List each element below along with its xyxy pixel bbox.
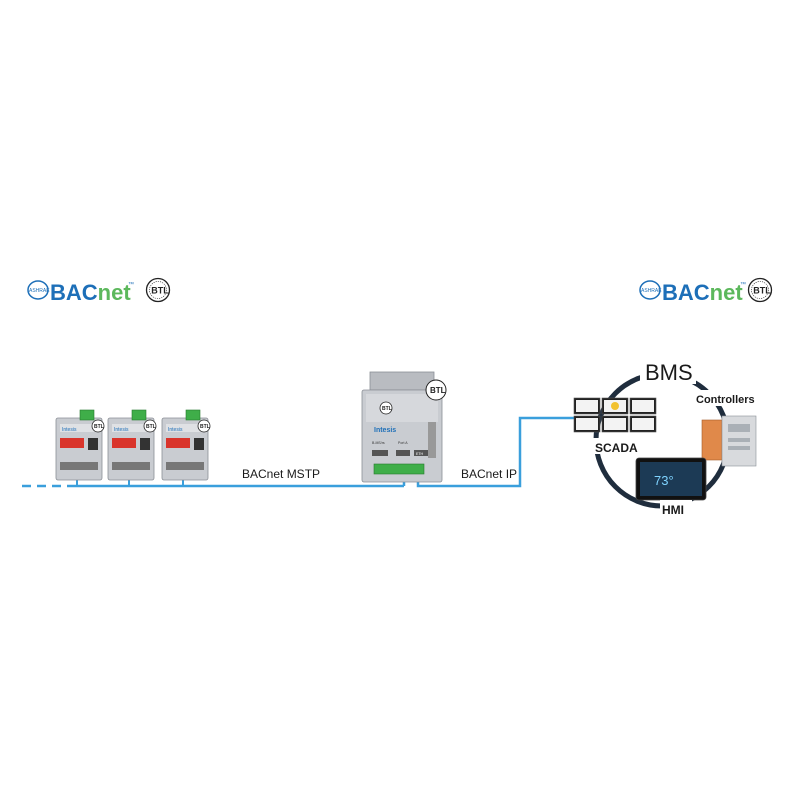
gateway-brand: Intesis [374,427,396,434]
ip-label: BACnet IP [461,467,517,481]
svg-text:BTL: BTL [430,386,446,395]
device-unit-3: Intesis BTL [161,409,211,481]
bacnet-logo-left: ASHRAE BACnet ™ BTL [27,277,171,305]
controllers-label: Controllers [696,394,755,406]
bms-label: BMS [645,360,693,385]
svg-text:™: ™ [740,281,746,288]
svg-text:BTL: BTL [382,406,392,412]
mstp-label: BACnet MSTP [242,467,320,481]
device-unit-1: Intesis BTL [55,409,105,481]
svg-text:BTL: BTL [151,286,169,296]
svg-text:Intesis: Intesis [62,427,77,433]
bacnet-wordmark: BACnet [662,280,743,305]
btl-badge-icon: BTL [143,419,157,433]
btl-badge-icon: BTL [91,419,105,433]
svg-text:™: ™ [128,281,134,288]
svg-text:Intesis: Intesis [168,427,183,433]
btl-badge-icon: BTL [379,401,393,415]
svg-text:Intesis: Intesis [114,427,129,433]
bacnet-wordmark: BACnet [50,280,131,305]
device-unit-2: Intesis BTL [107,409,157,481]
btl-badge-icon: BTL [425,379,447,401]
svg-text:ETH: ETH [416,452,423,456]
svg-text:BTL: BTL [200,424,210,430]
hmi-tablet-icon: 73° [635,457,707,501]
scada-monitors-icon [573,397,657,433]
gateway-device: BTL Intesis B-MS/rs Port A ETH BTL [361,371,447,483]
scada-label: SCADA [595,441,638,455]
btl-badge-icon: BTL [197,419,211,433]
bacnet-logo-right: ASHRAE BACnet ™ BTL [639,277,773,305]
svg-text:BTL: BTL [146,424,156,430]
svg-text:BTL: BTL [94,424,104,430]
svg-text:ASHRAE: ASHRAE [641,288,662,294]
controller-plc-icon [701,415,757,467]
svg-text:ASHRAE: ASHRAE [29,288,50,294]
ashrae-icon: ASHRAE [639,280,662,300]
svg-text:B-MS/rs: B-MS/rs [372,441,385,445]
hmi-label: HMI [662,503,684,517]
svg-text:Port A: Port A [398,441,408,445]
btl-badge-icon: BTL [145,277,171,303]
svg-text:BTL: BTL [753,286,771,296]
btl-badge-icon: BTL [747,277,773,303]
svg-text:73°: 73° [654,473,674,488]
ashrae-icon: ASHRAE [27,280,50,300]
